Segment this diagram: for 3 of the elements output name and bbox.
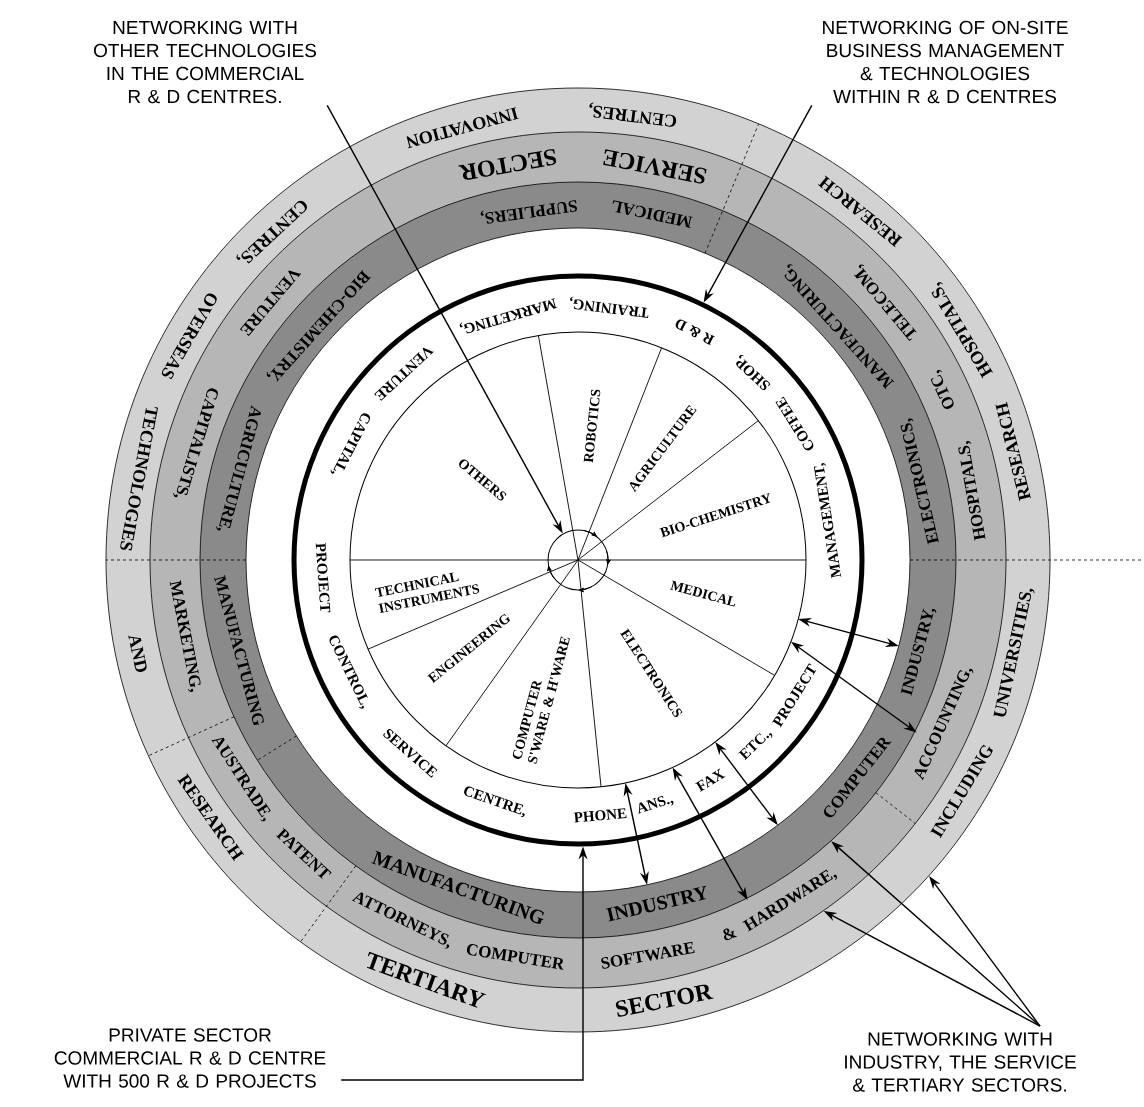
callout-text: NETWORKING WITH INDUSTRY, THE SERVICE & TERTIARY SECTORS. <box>845 1032 1076 1092</box>
segment-label: ROBOTICS <box>583 389 601 463</box>
hub-circle <box>547 529 611 593</box>
